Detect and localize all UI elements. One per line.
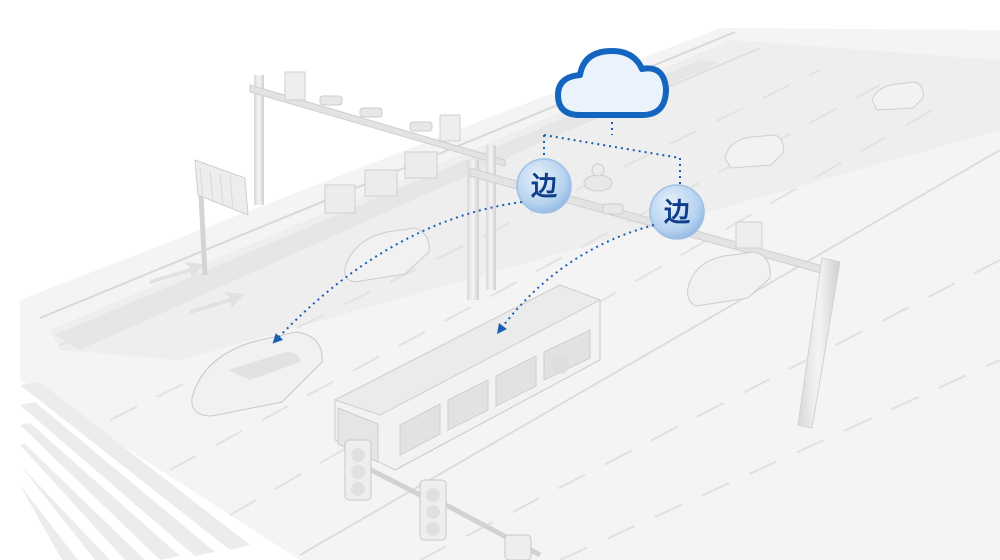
car-middle [344,227,430,283]
edge-node-left: 边 [516,158,572,214]
bus-shelters [324,151,438,214]
traffic-light-left [344,439,432,503]
car-right-lower [687,251,771,307]
sensor-gantry-left [249,71,506,205]
road-surface [20,28,1000,560]
car-right-upper [724,134,784,169]
traffic-light-right [419,479,542,560]
motorcycle [583,163,613,192]
cloud-node [555,48,669,118]
road-sign-board [194,159,249,276]
edge-node-right: 边 [649,184,705,240]
edge-node-label: 边 [664,198,691,228]
edge-node-label: 边 [531,172,558,202]
cloud-edge-connectors [543,116,681,188]
cloud-icon [555,48,669,118]
sensor-gantry-right-pole [797,257,841,429]
crosswalk [20,382,250,560]
car-front-left [191,331,323,417]
car-far-right [871,81,924,111]
